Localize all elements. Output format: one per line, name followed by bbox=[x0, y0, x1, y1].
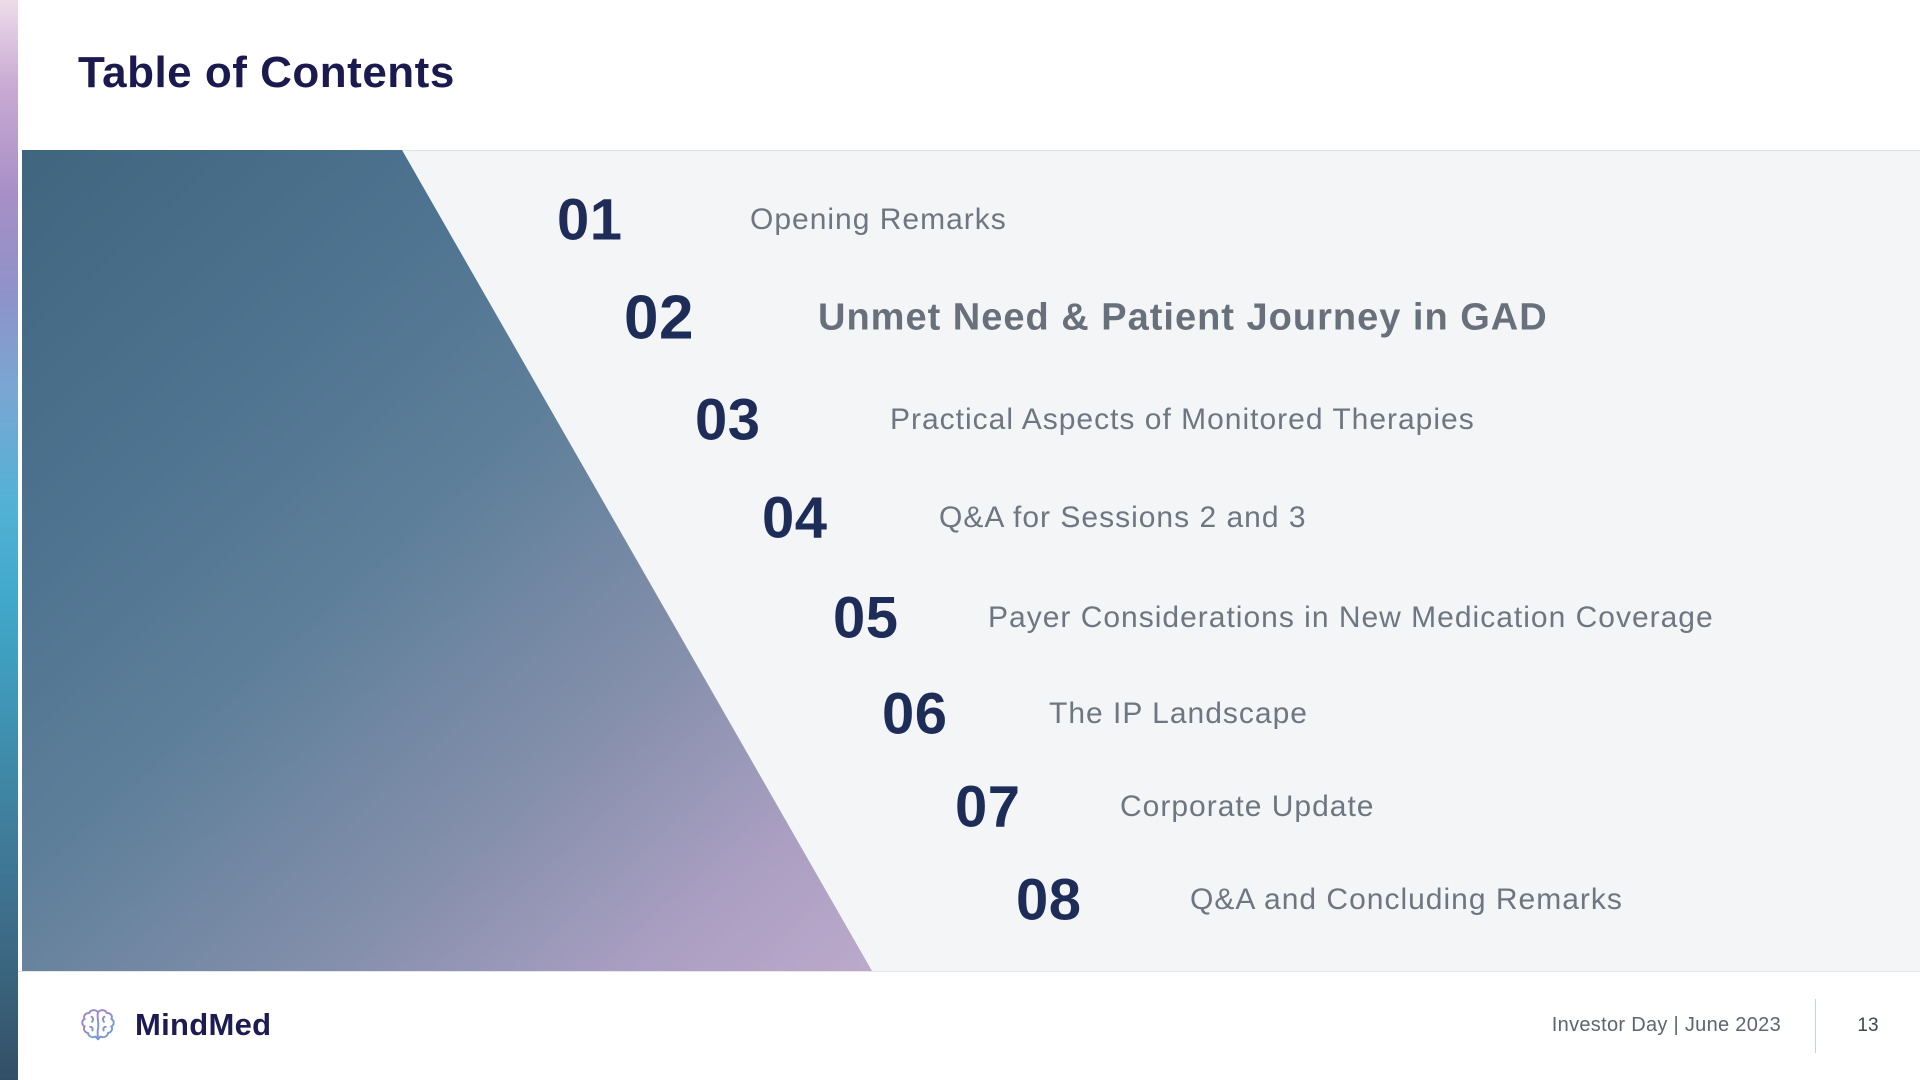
toc-item-label: Corporate Update bbox=[1120, 790, 1375, 823]
toc-item-number: 02 bbox=[624, 283, 694, 353]
toc-row: 04 Q&A for Sessions 2 and 3 bbox=[0, 485, 1920, 551]
brain-logo-icon bbox=[76, 1003, 120, 1047]
toc-item-number: 03 bbox=[695, 387, 761, 453]
toc-row: 01 Opening Remarks bbox=[0, 187, 1920, 253]
page-title: Table of Contents bbox=[78, 48, 455, 97]
toc-item-label: The IP Landscape bbox=[1049, 697, 1308, 730]
toc-item-number: 05 bbox=[833, 585, 899, 651]
toc-item-label: Opening Remarks bbox=[750, 203, 1007, 236]
toc-row: 08 Q&A and Concluding Remarks bbox=[0, 867, 1920, 933]
toc-item-number: 01 bbox=[557, 187, 623, 253]
brand-name: MindMed bbox=[135, 1007, 272, 1042]
toc-row: 02 Unmet Need & Patient Journey in GAD bbox=[0, 284, 1920, 353]
toc-item-number: 06 bbox=[882, 681, 948, 747]
toc-row: 07 Corporate Update bbox=[0, 774, 1920, 840]
left-accent-strip bbox=[0, 0, 18, 1080]
footer-right: Investor Day | June 2023 13 bbox=[1552, 971, 1920, 1080]
toc-row: 03 Practical Aspects of Monitored Therap… bbox=[0, 387, 1920, 453]
toc-item-label: Unmet Need & Patient Journey in GAD bbox=[818, 296, 1548, 339]
toc-row: 06 The IP Landscape bbox=[0, 681, 1920, 747]
footer bbox=[18, 971, 1920, 1080]
toc-item-number: 07 bbox=[955, 774, 1021, 840]
toc-item-number: 04 bbox=[762, 485, 828, 551]
brand-logo: MindMed bbox=[76, 997, 271, 1053]
toc-row: 05 Payer Considerations in New Medicatio… bbox=[0, 585, 1920, 651]
page-number: 13 bbox=[1857, 1014, 1879, 1036]
toc-item-label: Practical Aspects of Monitored Therapies bbox=[890, 403, 1475, 436]
footer-divider bbox=[1815, 998, 1816, 1053]
toc-item-label: Payer Considerations in New Medication C… bbox=[988, 601, 1714, 634]
toc-item-label: Q&A for Sessions 2 and 3 bbox=[939, 501, 1307, 534]
event-label: Investor Day | June 2023 bbox=[1551, 1014, 1781, 1036]
toc-item-number: 08 bbox=[1016, 867, 1082, 933]
toc-item-label: Q&A and Concluding Remarks bbox=[1190, 883, 1623, 916]
